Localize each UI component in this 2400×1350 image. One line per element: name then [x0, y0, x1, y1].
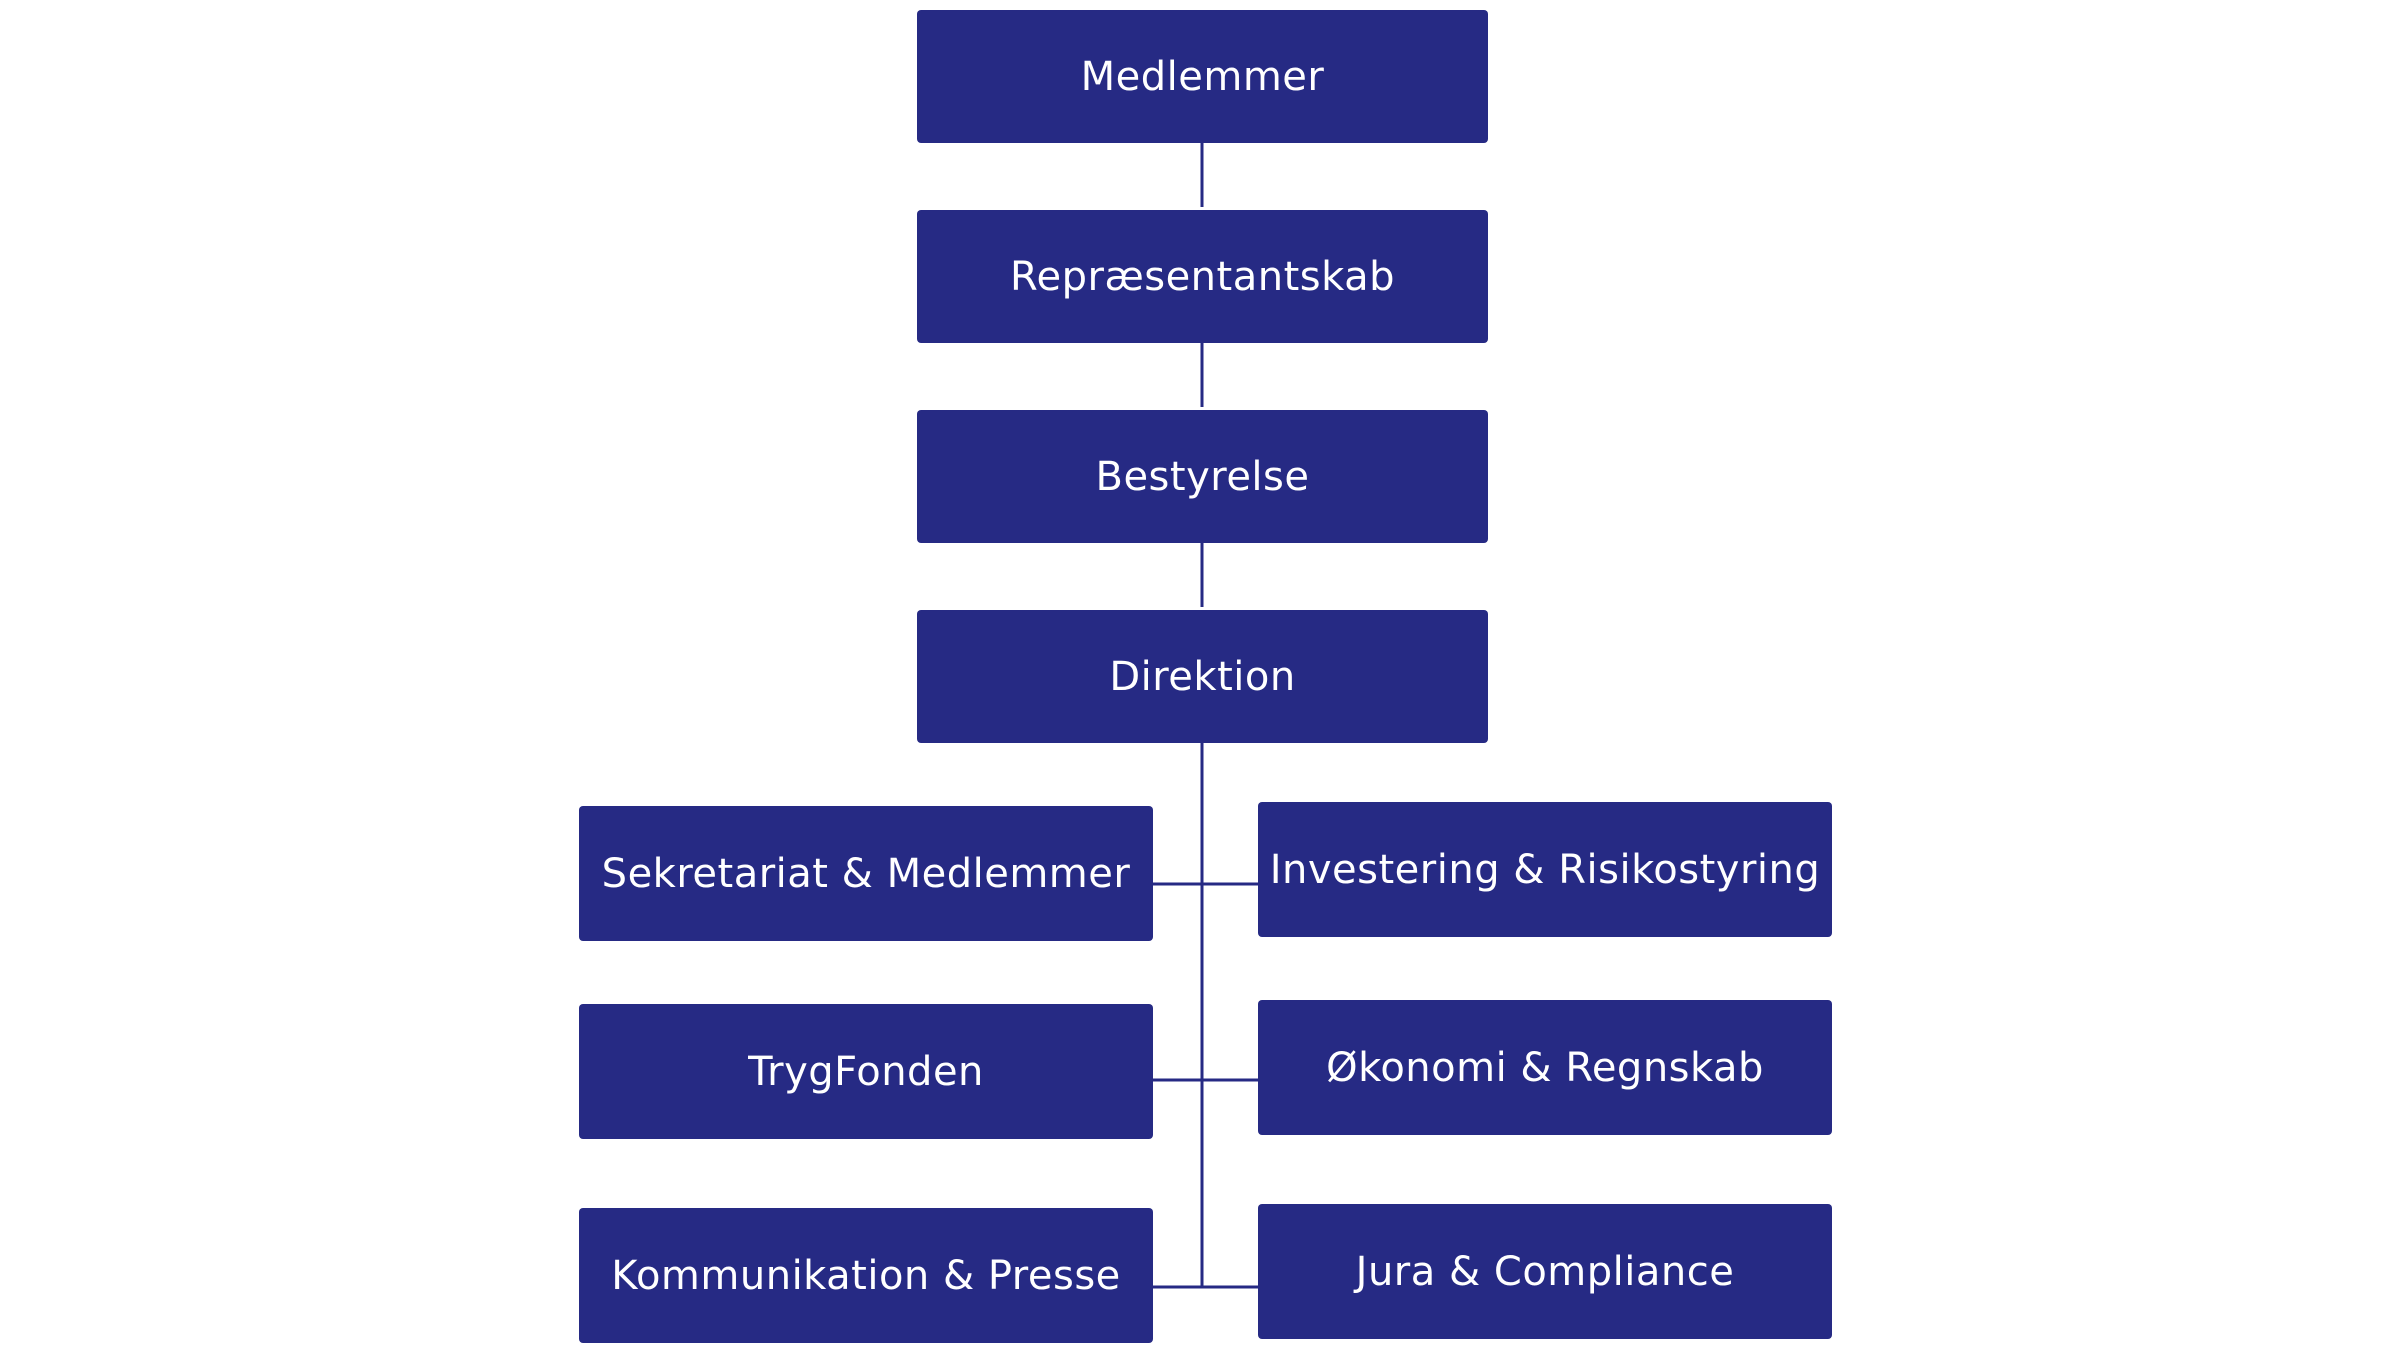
box-kommunikation-presse-label: Kommunikation & Presse [611, 1252, 1121, 1299]
box-sekretariat-medlemmer: Sekretariat & Medlemmer [579, 806, 1153, 941]
box-sekretariat-medlemmer-label: Sekretariat & Medlemmer [601, 850, 1131, 897]
box-kommunikation-presse: Kommunikation & Presse [579, 1208, 1153, 1343]
box-trygfonden: TrygFonden [579, 1004, 1153, 1139]
box-oekonomi-regnskab: Økonomi & Regnskab [1258, 1000, 1832, 1135]
box-medlemmer-label: Medlemmer [1080, 53, 1325, 100]
box-bestyrelse: Bestyrelse [917, 410, 1488, 543]
box-direktion: Direktion [917, 610, 1488, 743]
box-direktion-label: Direktion [1109, 653, 1296, 700]
box-repraesentantskab: Repræsentantskab [917, 210, 1488, 343]
box-oekonomi-regnskab-label: Økonomi & Regnskab [1326, 1044, 1764, 1091]
box-bestyrelse-label: Bestyrelse [1095, 453, 1310, 500]
box-jura-compliance: Jura & Compliance [1258, 1204, 1832, 1339]
box-jura-compliance-label: Jura & Compliance [1355, 1248, 1735, 1295]
box-repraesentantskab-label: Repræsentantskab [1010, 253, 1395, 300]
box-medlemmer: Medlemmer [917, 10, 1488, 143]
box-investering-risikostyring: Investering & Risikostyring [1258, 802, 1832, 937]
box-trygfonden-label: TrygFonden [748, 1048, 984, 1095]
box-investering-risikostyring-label: Investering & Risikostyring [1269, 846, 1821, 893]
